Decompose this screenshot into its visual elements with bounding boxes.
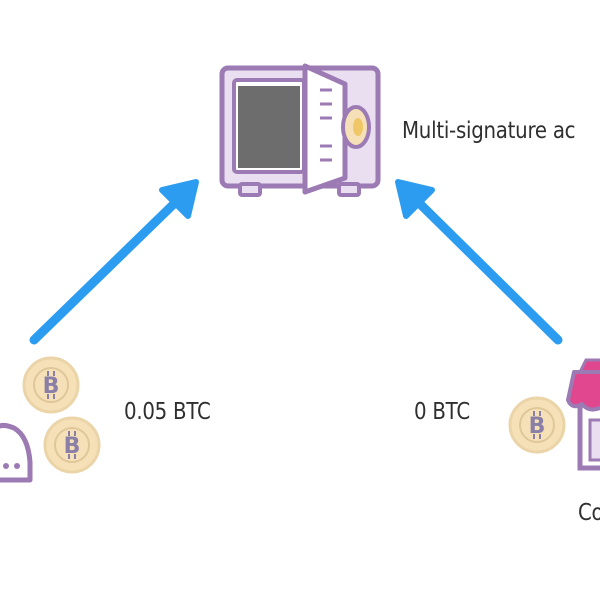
shop-icon <box>566 358 600 471</box>
left-party-amount: 0.05 BTC <box>124 399 211 425</box>
user-avatar-icon <box>0 422 33 483</box>
right-party-amount: 0 BTC <box>414 399 470 425</box>
safe-vault-icon <box>219 63 381 197</box>
bitcoin-coin-icon <box>508 396 566 454</box>
bitcoin-coin-icon <box>43 416 101 474</box>
arrow-up-left <box>395 179 563 345</box>
vault-label: Multi-signature ac <box>402 118 576 144</box>
arrow-up-right <box>29 179 199 345</box>
bitcoin-coin-icon <box>22 356 80 414</box>
right-party-name: Co <box>578 500 600 526</box>
